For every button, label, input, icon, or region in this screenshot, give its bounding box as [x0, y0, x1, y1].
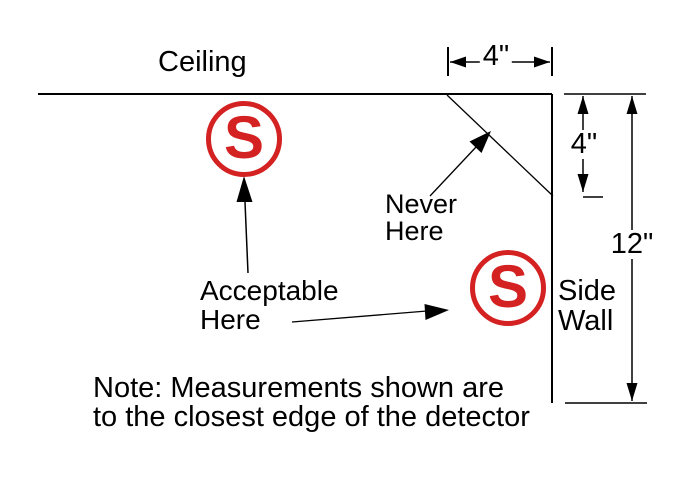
acceptable-here-line2: Here	[200, 304, 261, 335]
side-wall-line2: Wall	[558, 305, 614, 337]
never-here-pointer-line	[429, 145, 478, 197]
wall-12in-arrow-down-icon	[626, 383, 638, 401]
top-dim-arrow-right-icon	[534, 56, 550, 68]
wall-4in-arrow-down-icon	[577, 174, 589, 192]
top-dim-arrow-left-icon	[450, 56, 466, 68]
side-wall-label: Side Wall	[558, 276, 616, 336]
note-text-line2: to the closest edge of the detector	[93, 401, 530, 433]
acceptable-ceiling-pointer-arrow-icon	[236, 176, 253, 202]
acceptable-here-line1: Acceptable	[200, 275, 339, 306]
never-here-label: Never Here	[385, 191, 457, 245]
wall-upper-offset-dimension-label: 4"	[567, 130, 601, 159]
acceptable-wall-pointer-line	[291, 310, 428, 323]
never-here-line1: Never	[385, 189, 458, 219]
ceiling-label: Ceiling	[158, 46, 247, 78]
smoke-detector-letter: S	[223, 104, 265, 171]
wall-total-dimension-label: 12"	[607, 230, 657, 259]
wall-12in-arrow-up-icon	[626, 96, 638, 114]
acceptable-here-label: Acceptable Here	[200, 276, 339, 334]
never-here-pointer-arrow-icon	[469, 131, 491, 153]
acceptable-wall-pointer-arrow-icon	[424, 304, 449, 320]
smoke-detector-letter: S	[487, 253, 529, 320]
note-text-line1: Note: Measurements shown are	[93, 372, 505, 404]
never-here-line2: Here	[385, 216, 444, 246]
smoke-detector-symbol-wall-icon: S	[470, 250, 546, 326]
note-text: Note: Measurements shown are to the clos…	[93, 374, 530, 432]
smoke-detector-symbol-ceiling-icon: S	[206, 101, 282, 177]
acceptable-ceiling-pointer-line	[244, 201, 249, 274]
wall-4in-arrow-up-icon	[577, 96, 589, 114]
side-wall-line1: Side	[558, 275, 617, 307]
top-offset-dimension-label: 4"	[479, 42, 513, 71]
corner-dead-zone-diagonal	[446, 94, 554, 197]
